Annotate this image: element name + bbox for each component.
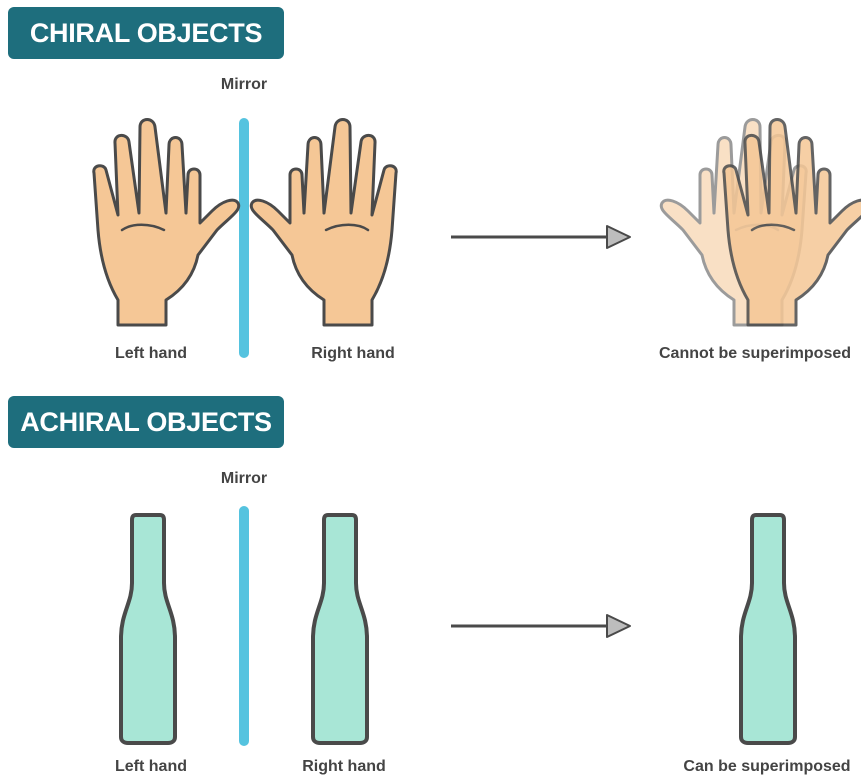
chiral-left-label: Left hand	[115, 345, 187, 363]
achiral-right-label: Right hand	[302, 758, 386, 776]
chiral-arrow	[451, 226, 630, 248]
achiral-arrow	[451, 615, 630, 637]
right-bottle-illustration	[313, 515, 367, 743]
left-bottle-illustration	[121, 515, 175, 743]
achiral-result-label: Can be superimposed	[683, 758, 850, 776]
superimposed-bottle-illustration	[741, 515, 795, 743]
left-hand-illustration	[94, 120, 239, 326]
right-hand-illustration	[251, 120, 396, 326]
overlapping-hands-illustration	[661, 120, 861, 326]
chiral-right-label: Right hand	[311, 345, 395, 363]
chiral-result-label: Cannot be superimposed	[659, 345, 851, 363]
achiral-left-label: Left hand	[115, 758, 187, 776]
